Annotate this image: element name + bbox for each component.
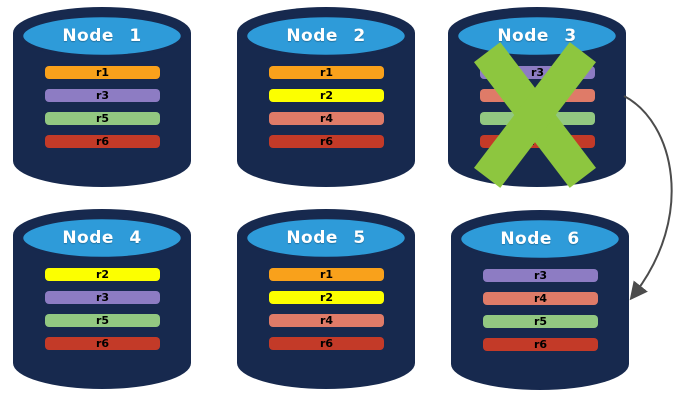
failure-x-icon <box>474 42 596 188</box>
node-title: Node 4 <box>62 228 142 248</box>
partition-list: r1 r2 r4 r6 <box>269 268 384 360</box>
node-2: Node 2 r1 r2 r4 r6 <box>236 6 416 188</box>
node-5: Node 5 r1 r2 r4 r6 <box>236 208 416 390</box>
partition-bar: r1 <box>45 66 160 79</box>
partition-bar: r6 <box>483 338 598 351</box>
partition-bar: r1 <box>269 268 384 281</box>
node-6: Node 6 r3 r4 r5 r6 <box>450 209 630 391</box>
node-title: Node 2 <box>286 26 366 46</box>
node-4: Node 4 r2 r3 r5 r6 <box>12 208 192 390</box>
node-title: Node 5 <box>286 228 366 248</box>
node-1: Node 1 r1 r3 r5 r6 <box>12 6 192 188</box>
partition-bar: r5 <box>45 112 160 125</box>
partition-bar: r3 <box>45 89 160 102</box>
partition-bar: r4 <box>269 112 384 125</box>
partition-bar: r6 <box>45 337 160 350</box>
partition-bar: r1 <box>269 66 384 79</box>
node-title: Node 3 <box>497 26 577 46</box>
node-3: Node 3 r3 r4 r5 r6 <box>447 6 627 188</box>
partition-bar: r4 <box>483 292 598 305</box>
partition-list: r3 r4 r5 r6 <box>483 269 598 361</box>
partition-bar: r2 <box>269 291 384 304</box>
partition-bar: r3 <box>483 269 598 282</box>
node-title: Node 1 <box>62 26 142 46</box>
partition-list: r1 r2 r4 r6 <box>269 66 384 158</box>
partition-list: r2 r3 r5 r6 <box>45 268 160 360</box>
partition-bar: r5 <box>45 314 160 327</box>
partition-bar: r2 <box>269 89 384 102</box>
partition-bar: r2 <box>45 268 160 281</box>
partition-bar: r4 <box>269 314 384 327</box>
partition-bar: r6 <box>269 135 384 148</box>
partition-list: r1 r3 r5 r6 <box>45 66 160 158</box>
node-title: Node 6 <box>500 229 580 249</box>
partition-bar: r3 <box>45 291 160 304</box>
partition-bar: r5 <box>483 315 598 328</box>
partition-bar: r6 <box>45 135 160 148</box>
partition-bar: r6 <box>269 337 384 350</box>
